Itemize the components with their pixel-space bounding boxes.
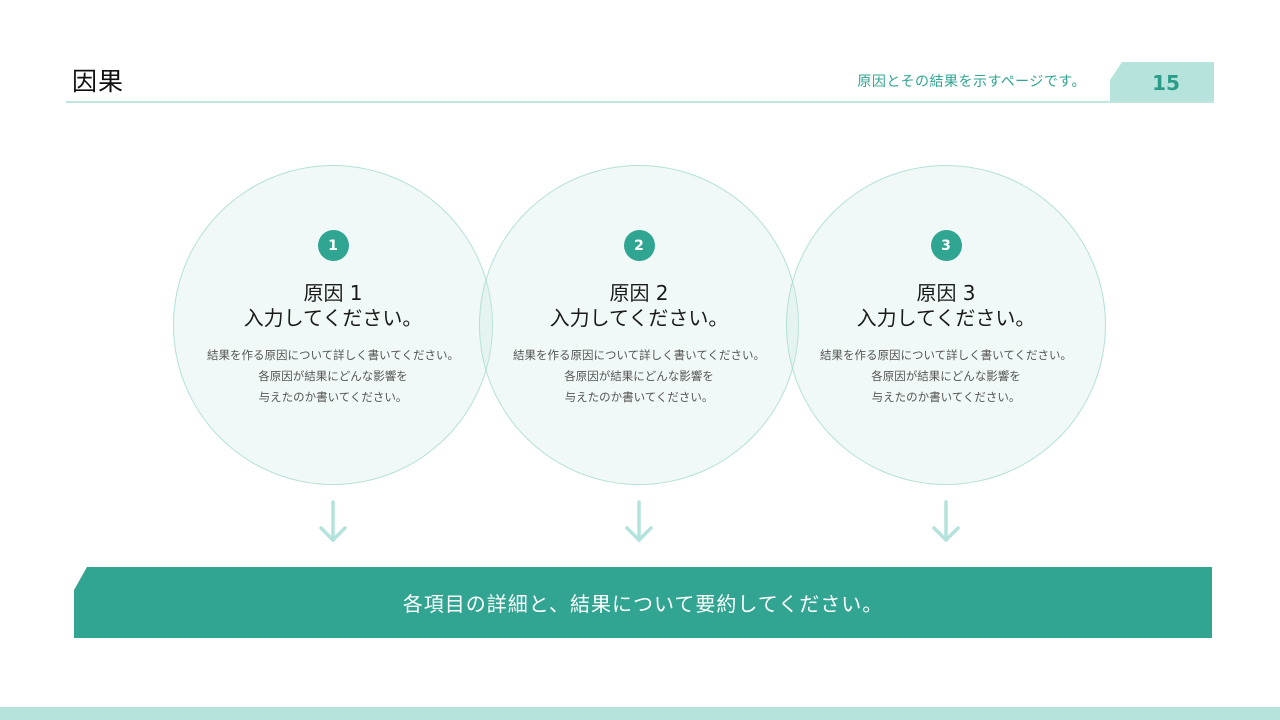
- cause-circle-3: 3 原因 3 入力してください。 結果を作る原因について詳しく書いてください。 …: [786, 165, 1106, 485]
- cause-title-line2: 入力してください。: [243, 306, 423, 330]
- cause-description[interactable]: 結果を作る原因について詳しく書いてください。 各原因が結果にどんな影響を 与えた…: [207, 345, 459, 408]
- number-badge: 1: [317, 230, 349, 261]
- cause-desc-line2: 各原因が結果にどんな影響を: [871, 369, 1021, 383]
- cause-desc-line3: 与えたのか書いてください。: [564, 390, 714, 404]
- cause-description[interactable]: 結果を作る原因について詳しく書いてください。 各原因が結果にどんな影響を 与えた…: [820, 345, 1072, 408]
- slide-subtitle: 原因とその結果を示すページです。: [857, 74, 1086, 90]
- arrow-down-icon: [625, 500, 653, 542]
- cause-desc-line1: 結果を作る原因について詳しく書いてください。: [207, 348, 459, 362]
- cause-circle-1: 1 原因 1 入力してください。 結果を作る原因について詳しく書いてください。 …: [173, 165, 493, 485]
- arrow-down-icon: [319, 500, 347, 542]
- page-number: 15: [1152, 71, 1180, 95]
- arrow-down-icon: [932, 500, 960, 542]
- cause-desc-line1: 結果を作る原因について詳しく書いてください。: [820, 348, 1072, 362]
- cause-title[interactable]: 原因 1 入力してください。: [244, 281, 423, 331]
- number-badge: 2: [623, 230, 655, 261]
- slide-title: 因果: [72, 67, 125, 96]
- cause-description[interactable]: 結果を作る原因について詳しく書いてください。 各原因が結果にどんな影響を 与えた…: [513, 345, 765, 408]
- footer-bar: [0, 707, 1280, 720]
- number-badge: 3: [930, 230, 962, 261]
- cause-desc-line3: 与えたのか書いてください。: [258, 390, 408, 404]
- cause-desc-line2: 各原因が結果にどんな影響を: [258, 369, 408, 383]
- cause-title-line1: 原因 2: [609, 281, 669, 305]
- cause-title[interactable]: 原因 3 入力してください。: [857, 281, 1036, 331]
- page-number-badge: 15: [1110, 62, 1214, 102]
- cause-desc-line1: 結果を作る原因について詳しく書いてください。: [513, 348, 765, 362]
- cause-title[interactable]: 原因 2 入力してください。: [550, 281, 729, 331]
- cause-circle-2: 2 原因 2 入力してください。 結果を作る原因について詳しく書いてください。 …: [479, 165, 799, 485]
- header-divider: [66, 101, 1214, 103]
- cause-title-line2: 入力してください。: [549, 306, 729, 330]
- summary-text: 各項目の詳細と、結果について要約してください。: [402, 592, 884, 616]
- cause-title-line1: 原因 3: [916, 281, 976, 305]
- summary-banner[interactable]: 各項目の詳細と、結果について要約してください。: [74, 567, 1212, 638]
- cause-title-line2: 入力してください。: [856, 306, 1036, 330]
- cause-desc-line2: 各原因が結果にどんな影響を: [564, 369, 714, 383]
- cause-desc-line3: 与えたのか書いてください。: [871, 390, 1021, 404]
- cause-title-line1: 原因 1: [303, 281, 363, 305]
